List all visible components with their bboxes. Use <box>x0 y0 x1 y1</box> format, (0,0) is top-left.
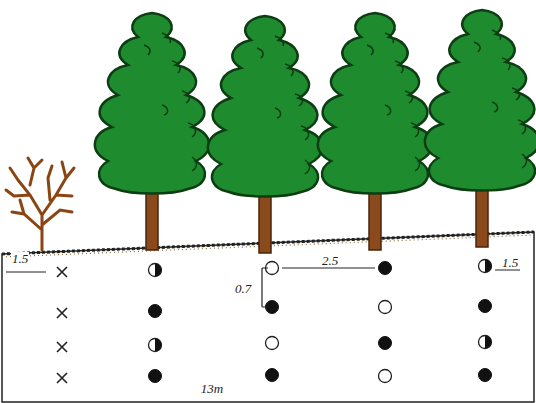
spacing-dimension: 2.5 <box>321 254 339 267</box>
spacing-dimension: 1.5 <box>501 256 519 269</box>
spacing-dimension: 0.7 <box>234 282 252 295</box>
spacing-dimension: 1.5 <box>11 252 29 265</box>
length-label: 13m <box>200 382 224 395</box>
